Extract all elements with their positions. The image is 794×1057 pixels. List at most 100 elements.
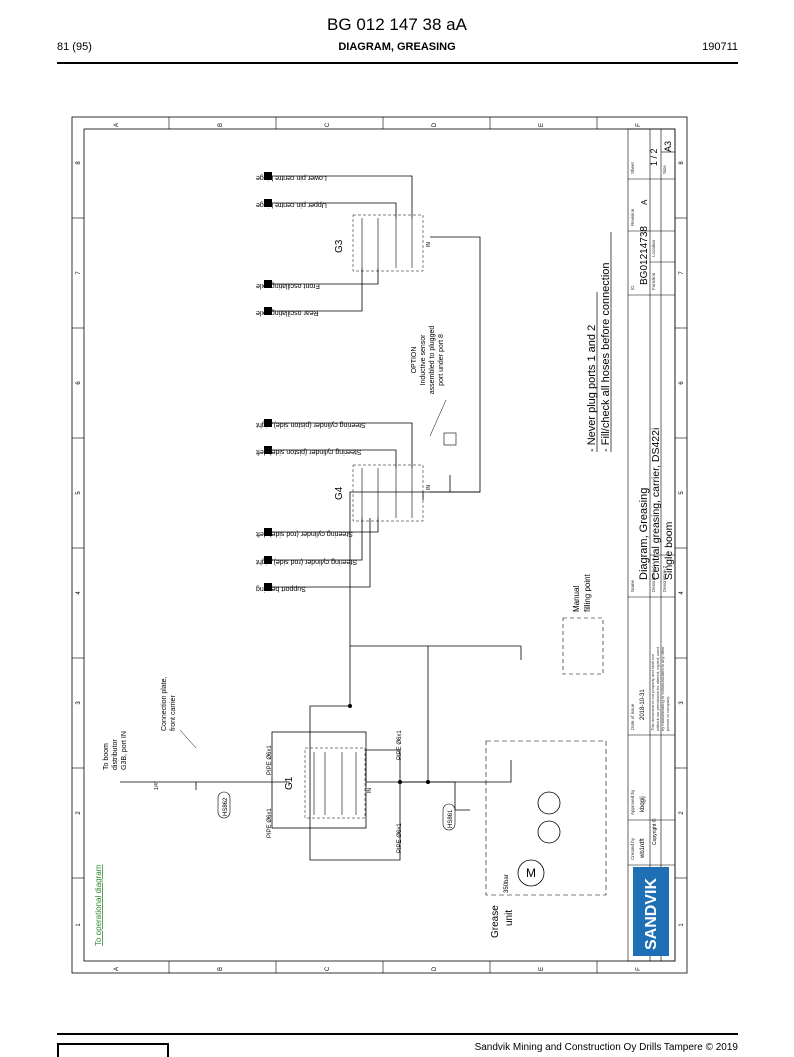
col-number-right: 6 bbox=[679, 381, 685, 385]
drawing-frame-outer bbox=[71, 116, 688, 974]
g4-distributor-ports bbox=[361, 468, 413, 518]
svg-text:Support bearing: Support bearing bbox=[256, 585, 306, 592]
option-note-leader bbox=[429, 399, 447, 437]
drawing-frame-inner bbox=[83, 128, 676, 962]
g4-output-lines bbox=[270, 422, 413, 588]
pump-1 bbox=[537, 820, 561, 844]
g4-label: G4 bbox=[334, 486, 345, 500]
title-block bbox=[627, 128, 676, 962]
col-number-left: 3 bbox=[76, 701, 82, 705]
created-by-label: Created by bbox=[630, 837, 635, 860]
footer-rule bbox=[57, 1033, 738, 1035]
sheet-value: 1 / 2 bbox=[649, 148, 659, 166]
description-1: Central greasing, carrier, DS422i bbox=[650, 428, 662, 580]
frame-ticks bbox=[72, 117, 687, 973]
inductive-sensor bbox=[443, 432, 457, 446]
svg-text:Rear oscillating axle: Rear oscillating axle bbox=[256, 309, 319, 316]
col-number-right: 4 bbox=[679, 591, 685, 595]
svg-text:Steering cylinder (piston side: Steering cylinder (piston side), left bbox=[256, 448, 361, 455]
pipe-label-c: PIPE Ø6x1 bbox=[267, 808, 273, 838]
hose-hs862-label: HS862 bbox=[223, 797, 229, 816]
header-date: 190711 bbox=[702, 41, 738, 53]
pump-2 bbox=[537, 791, 561, 815]
svg-text:Steering cylinder (rod side),: Steering cylinder (rod side), right bbox=[256, 558, 357, 565]
warning-hoses: - Fill/check all hoses before connection bbox=[600, 262, 612, 452]
footer-copyright: Sandvik Mining and Construction Oy Drill… bbox=[474, 1042, 738, 1053]
operational-diagram-link[interactable]: To operational diagram bbox=[94, 864, 103, 946]
notice-line: without our permission be altered, copie… bbox=[655, 647, 660, 731]
motor-symbol bbox=[517, 859, 545, 887]
g4-in-label: IN bbox=[426, 485, 432, 490]
svg-text:Connection plate,: Connection plate, bbox=[161, 676, 168, 731]
title-block-labels: Created by Approved by Date of issue Nam… bbox=[630, 161, 667, 860]
g3-output-labels: Lower pin centre hinge Upper pin centre … bbox=[256, 174, 327, 316]
svg-text:Grease: Grease bbox=[490, 905, 501, 938]
g3-output-markers bbox=[264, 172, 272, 315]
row-letter-bottom: B bbox=[218, 967, 224, 971]
col-number-right: 8 bbox=[679, 161, 685, 165]
row-letter-top: B bbox=[218, 123, 224, 127]
date-label: Date of issue bbox=[630, 703, 635, 730]
row-letter-top: C bbox=[325, 122, 331, 127]
fitting-label: 1/4" bbox=[154, 781, 160, 790]
name-label: Name bbox=[630, 579, 635, 592]
col-number-left: 5 bbox=[76, 491, 82, 495]
row-letter-bottom: C bbox=[325, 966, 331, 971]
row-letter-bottom: A bbox=[114, 967, 120, 971]
page-number: 81 (95) bbox=[57, 41, 92, 53]
g1-in-label: IN bbox=[367, 788, 373, 793]
svg-text:Manual: Manual bbox=[572, 586, 581, 612]
row-letter-top: F bbox=[636, 123, 642, 127]
page-title: DIAGRAM, GREASING bbox=[338, 41, 456, 53]
hose-hs861 bbox=[442, 803, 456, 831]
g1-distributor-block bbox=[304, 747, 366, 819]
id-label: ID bbox=[630, 285, 635, 290]
created-by-value: wb1rdft bbox=[640, 838, 646, 859]
function-label: Function bbox=[651, 272, 656, 290]
drawing-name: Diagram, Greasing bbox=[638, 488, 650, 580]
row-letter-bottom: F bbox=[636, 967, 642, 971]
row-letter-bottom: D bbox=[432, 966, 438, 971]
frame-row-letters: A B C D E F A B C D E F bbox=[114, 122, 642, 971]
approved-by-value: kbqgij bbox=[640, 796, 646, 812]
row-letter-bottom: E bbox=[539, 967, 545, 971]
svg-text:G3B, port IN: G3B, port IN bbox=[121, 731, 128, 770]
connection-plate-leader bbox=[179, 729, 197, 749]
approved-by-label: Approved by bbox=[630, 789, 635, 815]
svg-text:Front oscillating axle: Front oscillating axle bbox=[256, 282, 320, 289]
pipe-label-a: PIPE Ø6x1 bbox=[267, 745, 273, 775]
svg-text:front carrier: front carrier bbox=[170, 695, 177, 731]
title-block-values: wb1rdft kbqgij Copyright © 2018-10-31 bbox=[640, 689, 658, 859]
col-number-left: 8 bbox=[76, 161, 82, 165]
sheet-label: Sheet bbox=[630, 161, 635, 174]
document-id: BG 012 147 38 aA bbox=[327, 15, 467, 34]
notice-line: person or company. bbox=[665, 696, 670, 731]
svg-text:Steering cylinder (piston side: Steering cylinder (piston side), right bbox=[256, 421, 366, 428]
grease-unit-label: Grease unit bbox=[490, 905, 515, 938]
col-number-left: 1 bbox=[76, 923, 82, 927]
svg-text:Steering cylinder (rod side),: Steering cylinder (rod side), left bbox=[256, 530, 353, 537]
svg-text:unit: unit bbox=[504, 910, 515, 926]
location-label: Location bbox=[651, 239, 656, 257]
grease-pipelines bbox=[120, 236, 522, 861]
col-number-left: 7 bbox=[76, 271, 82, 275]
g1-label: G1 bbox=[284, 776, 295, 790]
g4-output-markers bbox=[264, 419, 272, 591]
option-note: OPTION Inductive sensor assembled to plu… bbox=[411, 326, 445, 395]
sandvik-logo-text: SANDVIK bbox=[643, 878, 660, 950]
svg-text:distributor: distributor bbox=[112, 739, 119, 770]
pipe-label-d: PIPE Ø6x1 bbox=[397, 823, 403, 853]
pipe-label-b: PIPE Ø6x1 bbox=[397, 730, 403, 760]
svg-text:assembled to plugged: assembled to plugged bbox=[429, 326, 436, 395]
g3-label: G3 bbox=[334, 239, 345, 253]
g3-output-lines bbox=[270, 175, 413, 312]
g1-distributor-ports bbox=[313, 752, 357, 815]
g3-distributor-block bbox=[352, 214, 424, 272]
g1-distributor-box bbox=[271, 731, 367, 829]
desc1-label: Description 1 bbox=[651, 565, 656, 592]
title-block-notice: This document is our property and shall … bbox=[650, 646, 670, 731]
svg-text:Lower pin centre hinge: Lower pin centre hinge bbox=[256, 174, 327, 181]
footer-logo bbox=[57, 1043, 169, 1057]
notice-line: by manufacturing or communicated to any … bbox=[660, 646, 665, 731]
col-number-left: 4 bbox=[76, 591, 82, 595]
